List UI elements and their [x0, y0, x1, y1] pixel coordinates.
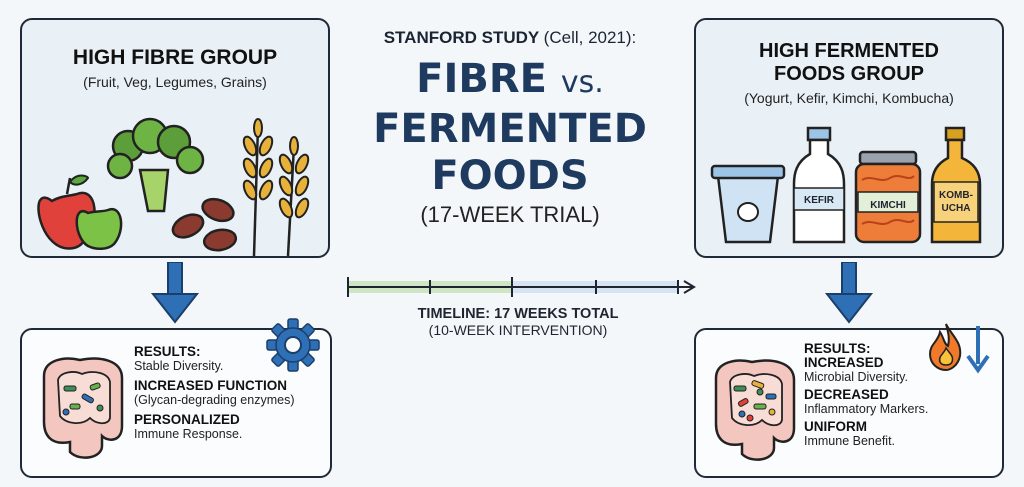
green-apple-icon [75, 207, 123, 250]
flame-icon [928, 323, 962, 372]
study-line: STANFORD STUDY (Cell, 2021): [340, 28, 680, 48]
timeline-bar [347, 277, 696, 297]
fermented-result-heading-4: UNIFORM [804, 419, 867, 434]
fermented-result-text-2: Microbial Diversity. [804, 370, 908, 384]
right-down-arrow-icon [824, 262, 874, 324]
fibre-result-heading-3: PERSONALIZED [134, 412, 240, 427]
title-vs: vs. [560, 65, 604, 100]
high-fibre-subtitle: (Fruit, Veg, Legumes, Grains) [83, 74, 267, 90]
fermented-result-heading-1: RESULTS: [804, 341, 871, 356]
fermented-result-text-3: Inflammatory Markers. [804, 402, 929, 416]
fermented-result-heading-2: INCREASED [804, 355, 884, 370]
gut-icon [714, 359, 796, 461]
fibre-result-text-3: Immune Response. [134, 427, 243, 441]
gut-icon [42, 357, 124, 459]
fibre-result-text-1: Stable Diversity. [134, 359, 224, 373]
timeline-sublabel: (10-WEEK INTERVENTION) [428, 322, 608, 338]
fibre-result-heading-1: RESULTS: [134, 344, 201, 359]
kombucha-label-1: KOMB- [939, 190, 973, 201]
fermented-subtitle: (Yogurt, Kefir, Kimchi, Kombucha) [744, 90, 954, 106]
fermented-title-2: FOODS GROUP [773, 63, 924, 85]
fibre-results-panel: RESULTS: Stable Diversity. INCREASED FUN… [20, 318, 332, 478]
left-down-arrow-icon [150, 262, 200, 324]
study-name: STANFORD STUDY [383, 28, 539, 47]
fibre-result-text-2: (Glycan-degrading enzymes) [134, 393, 295, 407]
title-fibre: FIBRE [416, 56, 547, 102]
fermented-panel: HIGH FERMENTED FOODS GROUP (Yogurt, Kefi… [694, 18, 1004, 258]
study-citation: (Cell, 2021): [543, 28, 637, 47]
gear-icon [266, 318, 320, 372]
center-title-block: STANFORD STUDY (Cell, 2021): FIBRE vs. F… [340, 28, 680, 228]
kimchi-label: KIMCHI [870, 200, 906, 211]
fermented-result-text-4: Immune Benefit. [804, 434, 896, 448]
wheat-icon [242, 118, 310, 256]
fibre-foods-illustration [37, 117, 310, 256]
title-foods: FOODS [431, 153, 589, 199]
fermented-results-list: RESULTS: INCREASED Microbial Diversity. … [804, 342, 1000, 452]
timeline-caption: TIMELINE: 17 WEEKS TOTAL (10-WEEK INTERV… [348, 306, 688, 338]
kombucha-label-2: UCHA [941, 203, 971, 214]
high-fibre-title: HIGH FIBRE GROUP [72, 46, 278, 69]
fermented-title-1: HIGH FERMENTED [759, 40, 939, 62]
fermented-foods-illustration [710, 126, 982, 244]
beans-icon [171, 197, 238, 252]
title-fermented: FERMENTED [373, 106, 647, 152]
fermented-results-panel: RESULTS: INCREASED Microbial Diversity. … [694, 323, 1004, 478]
trial-duration: (17-WEEK TRIAL) [420, 202, 600, 227]
high-fibre-panel: HIGH FIBRE GROUP (Fruit, Veg, Legumes, G… [20, 18, 330, 258]
broccoli-icon [106, 117, 205, 213]
down-arrow-icon [966, 326, 990, 374]
timeline-label: TIMELINE: 17 WEEKS TOTAL [417, 306, 619, 322]
kefir-label: KEFIR [804, 195, 834, 206]
kombucha-bottle-icon [930, 126, 982, 244]
main-title: FIBRE vs. [340, 56, 680, 106]
fermented-result-heading-3: DECREASED [804, 387, 889, 402]
fibre-results-list: RESULTS: Stable Diversity. INCREASED FUN… [134, 344, 330, 446]
kefir-bottle-icon [792, 126, 846, 244]
kimchi-jar-icon [854, 150, 922, 244]
yogurt-icon [710, 164, 786, 244]
fibre-result-heading-2: INCREASED FUNCTION [134, 378, 288, 393]
